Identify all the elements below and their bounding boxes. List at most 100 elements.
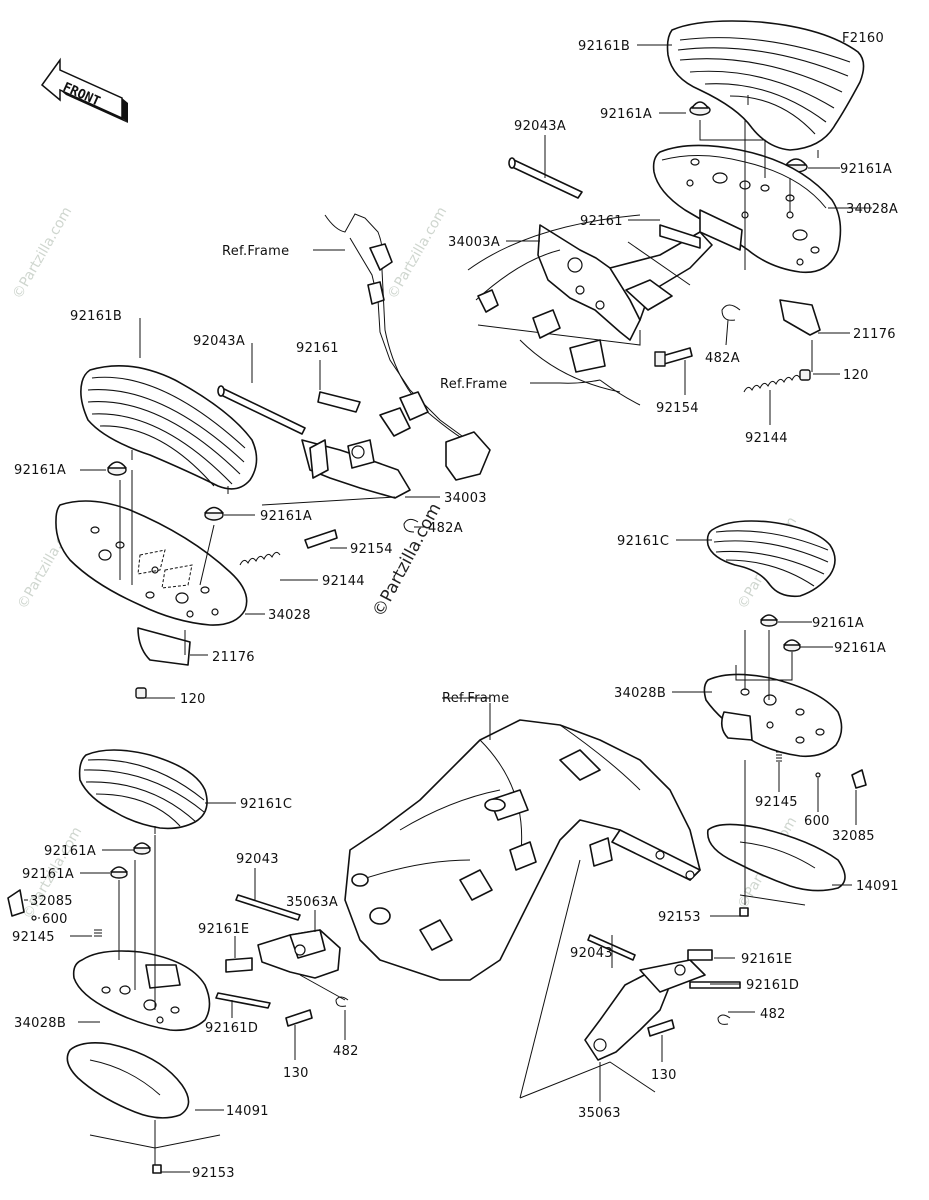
floorboard-plate xyxy=(72,950,211,1032)
floorboard-rubber-pad xyxy=(80,365,258,494)
label-92161A: 92161A xyxy=(14,463,66,478)
label-21176: 21176 xyxy=(853,327,896,342)
label-34028B: 34028B xyxy=(14,1016,66,1031)
pin-92043 xyxy=(235,894,301,921)
label-92161: 92161 xyxy=(296,341,339,356)
bracket-plate xyxy=(779,299,821,336)
label-32085: 32085 xyxy=(30,894,73,909)
label-92161A: 92161A xyxy=(834,641,886,656)
bottom-left-floorboard-assembly xyxy=(7,749,236,1174)
label-92154: 92154 xyxy=(350,542,393,557)
diagram-code: F2160 xyxy=(842,31,884,46)
part-600 xyxy=(815,772,821,778)
label-92043A: 92043A xyxy=(193,334,245,349)
grommet-92161A xyxy=(760,614,778,627)
label-92144: 92144 xyxy=(322,574,365,589)
label-92161B: 92161B xyxy=(70,309,122,324)
screw-120 xyxy=(135,687,147,699)
spring-92145 xyxy=(94,929,102,937)
bottom-right-link xyxy=(519,859,755,1102)
link-35063 xyxy=(584,971,669,1061)
pivot-pin xyxy=(217,385,306,435)
label-ref-frame: Ref.Frame xyxy=(222,244,289,259)
label-600: 600 xyxy=(804,814,830,829)
label-92144: 92144 xyxy=(745,431,788,446)
label-92043A: 92043A xyxy=(514,119,566,134)
grommet-92161A xyxy=(204,506,224,521)
bottom-center-link xyxy=(215,868,349,1060)
label-92145: 92145 xyxy=(755,795,798,810)
grommet-92161A xyxy=(107,461,127,476)
bracket-plate xyxy=(137,627,191,666)
grommet-92161A xyxy=(110,866,128,879)
pin-92161D xyxy=(689,981,741,989)
label-92161A: 92161A xyxy=(600,107,652,122)
center-frame xyxy=(344,697,701,981)
right-floorboard-assembly xyxy=(672,520,867,917)
cover-14091 xyxy=(706,823,846,892)
clip-92153 xyxy=(739,907,749,917)
watermark-center-text: ©Partzilla.com xyxy=(369,500,446,620)
label-32085: 32085 xyxy=(832,829,875,844)
label-92153: 92153 xyxy=(658,910,701,925)
label-14091: 14091 xyxy=(226,1104,269,1119)
label-92161D: 92161D xyxy=(205,1021,258,1036)
left-floorboard-assembly xyxy=(55,213,491,699)
label-92161B: 92161B xyxy=(578,39,630,54)
grommet-92161A xyxy=(783,639,801,652)
watermark-text: ©Partzilla.com xyxy=(10,204,76,302)
label-ref-frame: Ref.Frame xyxy=(440,377,507,392)
frame-section xyxy=(467,214,641,406)
pin-92161D xyxy=(215,992,271,1009)
part-600 xyxy=(31,915,37,921)
label-482A: 482A xyxy=(705,351,740,366)
bolt-130 xyxy=(285,1009,313,1027)
return-spring xyxy=(743,374,801,393)
label-92161E: 92161E xyxy=(198,922,249,937)
label-92161C: 92161C xyxy=(240,797,292,812)
frame-section xyxy=(324,213,491,481)
label-14091: 14091 xyxy=(856,879,899,894)
label-130: 130 xyxy=(283,1066,309,1081)
label-34028: 34028 xyxy=(268,608,311,623)
floorboard-rubber-pad xyxy=(706,520,836,598)
label-92161A: 92161A xyxy=(44,844,96,859)
grommet-92161A xyxy=(133,842,151,855)
circlip xyxy=(403,518,419,533)
floorboard-rubber-pad xyxy=(78,749,208,834)
label-482A: 482A xyxy=(428,521,463,536)
grommet-92161A xyxy=(689,101,711,116)
label-120: 120 xyxy=(843,368,869,383)
front-arrow-icon: FRONT xyxy=(40,57,128,123)
top-right-floorboard-assembly xyxy=(313,20,872,425)
label-92161E: 92161E xyxy=(741,952,792,967)
label-92161: 92161 xyxy=(580,214,623,229)
screw-120 xyxy=(799,369,811,381)
pivot-pin xyxy=(508,157,583,199)
cover-14091 xyxy=(66,1042,190,1119)
floorboard-plate xyxy=(55,500,248,626)
label-92161A: 92161A xyxy=(812,616,864,631)
floorboard-rubber-pad xyxy=(666,20,865,158)
label-120: 120 xyxy=(180,692,206,707)
circlip xyxy=(717,1014,731,1025)
watermark-text: ©Partzilla.com xyxy=(385,204,451,302)
label-34028B: 34028B xyxy=(614,686,666,701)
circlip xyxy=(721,304,741,321)
label-34003: 34003 xyxy=(444,491,487,506)
label-92043: 92043 xyxy=(570,946,613,961)
floorboard-plate xyxy=(703,673,843,758)
label-34003A: 34003A xyxy=(448,235,500,250)
bolt-92154 xyxy=(654,347,693,367)
floorboard-bracket xyxy=(537,209,743,341)
label-ref-frame: Ref.Frame xyxy=(442,691,509,706)
bolt-92154 xyxy=(304,529,338,549)
bolt-130 xyxy=(647,1019,675,1037)
bracket-32085 xyxy=(851,769,867,789)
part-labels: 92161B 92161A 92161A 34028A 92043A 92161… xyxy=(12,39,899,1181)
label-92161A: 92161A xyxy=(260,509,312,524)
label-92161A: 92161A xyxy=(22,867,74,882)
spring-92145 xyxy=(776,751,782,762)
bracket-32085 xyxy=(7,889,25,917)
